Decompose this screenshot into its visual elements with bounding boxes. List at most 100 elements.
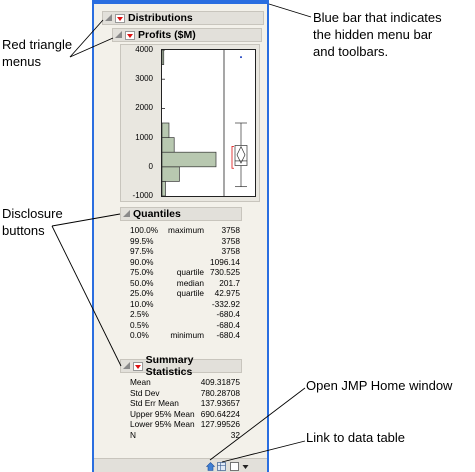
summary-title: Summary Statistics <box>145 354 194 378</box>
profits-title: Profits ($M) <box>138 29 196 41</box>
quantile-value: -680.4 <box>216 330 240 340</box>
callout-text: menus <box>2 54 42 69</box>
quantile-label: maximum <box>168 225 204 235</box>
disclosure-triangle-icon[interactable] <box>123 362 131 370</box>
quantile-label: quartile <box>176 267 204 277</box>
quantile-row: 97.5%3758 <box>130 246 250 257</box>
distributions-title: Distributions <box>128 12 193 24</box>
summary-row: N 32 <box>130 430 250 441</box>
quantiles-outline-header: Quantiles <box>120 207 242 221</box>
quantile-value: -332.92 <box>211 298 240 309</box>
quantile-row: 0.0% minimum -680.4 <box>130 330 250 341</box>
quantile-percent: 0.0% <box>130 330 149 340</box>
quantile-value: 1096.14 <box>210 256 240 267</box>
y-tick-label: -1000 <box>132 191 153 200</box>
quantile-value: 3758 <box>221 225 240 235</box>
quantiles-title: Quantiles <box>133 208 181 220</box>
summary-row: Std Dev 780.28708 <box>130 388 250 399</box>
leader-blue-bar <box>268 3 312 18</box>
disclosure-triangle-icon[interactable] <box>105 14 113 22</box>
callout-text: buttons <box>2 223 45 238</box>
callout-text: Disclosure <box>2 206 63 221</box>
disclosure-triangle-icon[interactable] <box>115 31 123 39</box>
y-tick-label: 2000 <box>135 103 153 113</box>
chevron-down-icon[interactable] <box>241 462 250 471</box>
quantile-percent: 50.0% <box>130 277 154 288</box>
summary-label: Mean <box>130 377 151 387</box>
quantile-percent: 10.0% <box>130 298 154 309</box>
red-triangle-menu-icon[interactable] <box>132 361 143 371</box>
hidden-menu-blue-bar[interactable] <box>94 0 267 4</box>
callout-red-triangle: Red triangle menus <box>2 36 72 70</box>
quantile-value: 3758 <box>221 235 240 246</box>
outlier-point <box>240 56 242 59</box>
summary-value: 137.93657 <box>200 398 240 408</box>
summary-value: 409.31875 <box>200 377 240 387</box>
summary-value: 32 <box>230 429 240 440</box>
histogram-bar <box>161 166 180 182</box>
quantile-value: 3758 <box>221 246 240 256</box>
quantile-value: 201.7 <box>219 277 240 288</box>
summary-row: Mean 409.31875 <box>130 377 250 388</box>
summary-label: N <box>130 429 136 440</box>
quantile-label: quartile <box>176 288 204 298</box>
summary-row: Upper 95% Mean 690.64224 <box>130 409 250 420</box>
box-iqr <box>234 145 248 166</box>
callout-text: Blue bar that indicates <box>313 10 442 25</box>
summary-value: 780.28708 <box>200 387 240 398</box>
window-icon[interactable] <box>230 462 239 471</box>
histogram-bar <box>161 122 170 138</box>
bottom-status-bar <box>94 458 267 472</box>
summary-label: Upper 95% Mean <box>130 408 195 419</box>
summary-label: Std Err Mean <box>130 398 179 408</box>
quantile-label: median <box>176 277 204 288</box>
red-triangle-menu-icon[interactable] <box>115 13 125 23</box>
summary-label: Std Dev <box>130 387 160 398</box>
quantile-value: 42.975 <box>214 288 240 298</box>
profits-outline-header: Profits ($M) <box>112 28 262 42</box>
callout-data-table: Link to data table <box>306 430 406 445</box>
data-table-icon[interactable] <box>217 462 226 471</box>
quantile-percent: 90.0% <box>130 256 154 267</box>
quantile-percent: 0.5% <box>130 319 149 330</box>
quantile-row: 2.5%-680.4 <box>130 309 250 320</box>
disclosure-triangle-icon[interactable] <box>123 210 131 218</box>
summary-value: 690.64224 <box>200 408 240 419</box>
summary-value: 127.99526 <box>200 419 240 429</box>
jmp-report-window: Distributions Profits ($M) 4000 3000 2000 1… <box>92 0 269 472</box>
quantile-percent: 75.0% <box>130 267 154 277</box>
histogram-bar <box>161 49 165 65</box>
callout-blue-bar: Blue bar that indicates the hidden menu … <box>313 9 442 60</box>
distribution-graph: 4000 3000 2000 1000 0 -1000 <box>120 44 260 202</box>
quantile-percent: 25.0% <box>130 288 154 298</box>
callout-disclosure: Disclosure buttons <box>2 205 63 239</box>
quantile-value: 730.525 <box>210 267 240 277</box>
red-triangle-menu-icon[interactable] <box>125 30 135 40</box>
callout-home-window: Open JMP Home window <box>306 378 453 393</box>
quantile-value: -680.4 <box>216 309 240 319</box>
quantile-row: 0.5%-680.4 <box>130 320 250 331</box>
quantile-row: 25.0% quartile 42.975 <box>130 288 250 299</box>
distributions-outline-header: Distributions <box>102 11 264 25</box>
histogram-bar <box>161 151 217 168</box>
mean-diamond <box>236 145 246 164</box>
quantile-percent: 99.5% <box>130 235 154 246</box>
shortest-half-bracket <box>231 145 234 169</box>
callout-text: and toolbars. <box>313 44 389 59</box>
summary-statistics-outline-header: Summary Statistics <box>120 354 242 378</box>
quantile-row: 50.0% median 201.7 <box>130 278 250 289</box>
y-tick-label: 1000 <box>135 132 153 142</box>
callout-text: the hidden menu bar <box>313 27 433 42</box>
quantile-label: minimum <box>170 330 204 340</box>
jmp-home-icon[interactable] <box>206 462 215 471</box>
y-tick-label: 4000 <box>135 45 153 54</box>
y-tick-label: 0 <box>148 161 153 171</box>
quantile-row: 99.5% 3758 <box>130 236 250 247</box>
histogram-boxplot-svg <box>161 49 248 197</box>
quantile-row: 75.0% quartile 730.525 <box>130 267 250 278</box>
y-tick-label: 3000 <box>135 74 153 84</box>
